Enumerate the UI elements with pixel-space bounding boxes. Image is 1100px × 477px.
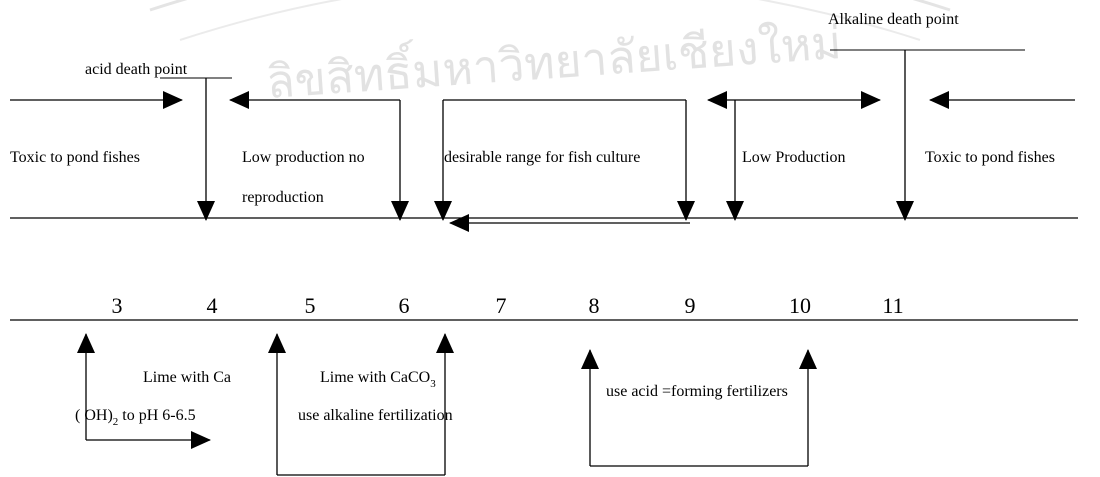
ph-scale-numbers: 3 4 5 6 7 8 9 10 11 [112,293,904,318]
lime-caoh-label-1: Lime with Ca [143,369,231,386]
ph-value-11: 11 [882,293,903,318]
ph-value-9: 9 [685,293,696,318]
acid-fertilizers-label: use acid =forming fertilizers [606,383,788,400]
lime-caoh-label-2: ( OH)2 to pH 6-6.5 [75,407,196,428]
toxic-right-label: Toxic to pond fishes [925,149,1055,166]
lime-caco3-label-1: Lime with CaCO3 [320,369,436,390]
ph-value-4: 4 [207,293,218,318]
watermark-text: ลิขสิทธิ์มหาวิทยาลัยเชียงใหม่ [264,9,843,108]
ph-value-6: 6 [399,293,410,318]
low-production-left-label-2: reproduction [242,189,324,206]
ph-value-3: 3 [112,293,123,318]
lime-caco3-label-2: use alkaline fertilization [298,407,453,424]
desirable-range-label: desirable range for fish culture [444,149,640,166]
alkaline-death-point-label: Alkaline death point [828,11,959,28]
ph-value-10: 10 [789,293,811,318]
acid-death-point-label: acid death point [85,61,188,78]
ph-value-5: 5 [305,293,316,318]
ph-value-7: 7 [496,293,507,318]
low-production-left-label-1: Low production no [242,149,365,166]
ph-value-8: 8 [589,293,600,318]
low-production-right-label: Low Production [742,149,846,166]
toxic-left-label: Toxic to pond fishes [10,149,140,166]
